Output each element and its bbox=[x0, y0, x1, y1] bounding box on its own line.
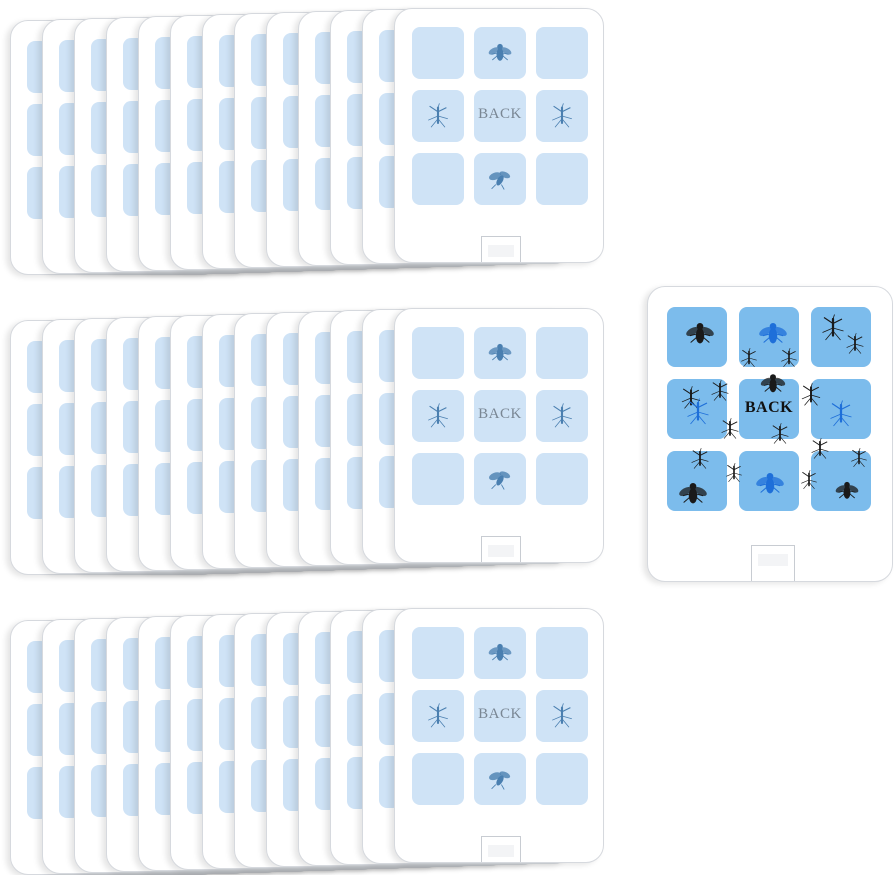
glue-pad bbox=[536, 153, 588, 205]
glue-pad bbox=[474, 153, 526, 205]
mosquito-caught-icon bbox=[718, 417, 742, 446]
sticky-trap-card-front: BACK bbox=[394, 8, 604, 263]
glue-pad bbox=[474, 27, 526, 79]
glue-pad-used bbox=[667, 451, 727, 511]
fly-icon bbox=[486, 639, 514, 672]
mosquito-icon bbox=[548, 702, 576, 735]
glue-pad: BACK bbox=[474, 90, 526, 142]
glue-pad bbox=[474, 753, 526, 805]
fly-icon bbox=[486, 39, 514, 72]
fly-caught-icon bbox=[833, 477, 861, 510]
glue-pad bbox=[536, 627, 588, 679]
back-label: BACK bbox=[744, 399, 794, 416]
glue-pad bbox=[412, 453, 464, 505]
hanging-tab bbox=[481, 536, 521, 562]
mosquito-caught-icon bbox=[723, 462, 745, 489]
back-label: BACK bbox=[478, 706, 522, 722]
fly-caught-icon bbox=[753, 467, 787, 506]
fly-icon bbox=[486, 339, 514, 372]
fly-caught-icon bbox=[758, 369, 788, 404]
mosquito-caught-icon bbox=[798, 382, 824, 413]
glue-pad: BACK bbox=[474, 690, 526, 742]
glue-pad bbox=[412, 27, 464, 79]
glue-pad bbox=[412, 90, 464, 142]
mosquito-caught-icon bbox=[683, 397, 713, 432]
glue-pad bbox=[412, 753, 464, 805]
mosquito-caught-icon bbox=[843, 332, 867, 361]
sticky-trap-card-front: BACK bbox=[394, 308, 604, 563]
glue-pad bbox=[412, 153, 464, 205]
sticky-trap-card-front: BACK bbox=[394, 608, 604, 863]
glue-pad bbox=[536, 453, 588, 505]
back-label: BACK bbox=[478, 106, 522, 122]
glue-pad bbox=[412, 690, 464, 742]
mosquito-caught-icon bbox=[778, 347, 800, 374]
glue-pad bbox=[536, 327, 588, 379]
glue-pad bbox=[412, 627, 464, 679]
used-sticky-trap: BACK bbox=[647, 286, 893, 582]
mosquito-caught-icon bbox=[808, 437, 832, 466]
moth-icon bbox=[486, 465, 514, 498]
moth-icon bbox=[486, 765, 514, 798]
fly-caught-icon bbox=[683, 317, 717, 356]
glue-pad-used bbox=[811, 451, 871, 511]
mosquito-icon bbox=[424, 702, 452, 735]
glue-pad bbox=[536, 90, 588, 142]
hanging-tab bbox=[481, 836, 521, 862]
glue-pad bbox=[474, 327, 526, 379]
mosquito-icon bbox=[424, 402, 452, 435]
mosquito-caught-icon bbox=[738, 347, 760, 374]
glue-pad: BACK bbox=[474, 390, 526, 442]
fly-caught-icon bbox=[756, 317, 790, 356]
glue-pad bbox=[536, 690, 588, 742]
mosquito-icon bbox=[424, 102, 452, 135]
fly-caught-icon bbox=[676, 477, 710, 516]
hanging-tab bbox=[481, 236, 521, 262]
mosquito-caught-icon bbox=[848, 447, 870, 474]
mosquito-caught-icon bbox=[768, 422, 792, 451]
mosquito-caught-icon bbox=[826, 399, 856, 434]
mosquito-caught-icon bbox=[818, 313, 848, 348]
mosquito-caught-icon bbox=[798, 469, 820, 496]
mosquito-caught-icon bbox=[688, 447, 712, 476]
glue-pad bbox=[536, 753, 588, 805]
glue-pad bbox=[474, 627, 526, 679]
mosquito-icon bbox=[548, 402, 576, 435]
glue-pad bbox=[536, 390, 588, 442]
glue-pad bbox=[474, 453, 526, 505]
mosquito-caught-icon bbox=[708, 379, 732, 408]
glue-pad bbox=[412, 327, 464, 379]
mosquito-icon bbox=[548, 102, 576, 135]
back-label: BACK bbox=[478, 406, 522, 422]
glue-pad bbox=[536, 27, 588, 79]
hanging-tab bbox=[751, 545, 795, 581]
glue-pad bbox=[412, 390, 464, 442]
moth-icon bbox=[486, 165, 514, 198]
glue-pad-used: BACK bbox=[739, 379, 799, 439]
